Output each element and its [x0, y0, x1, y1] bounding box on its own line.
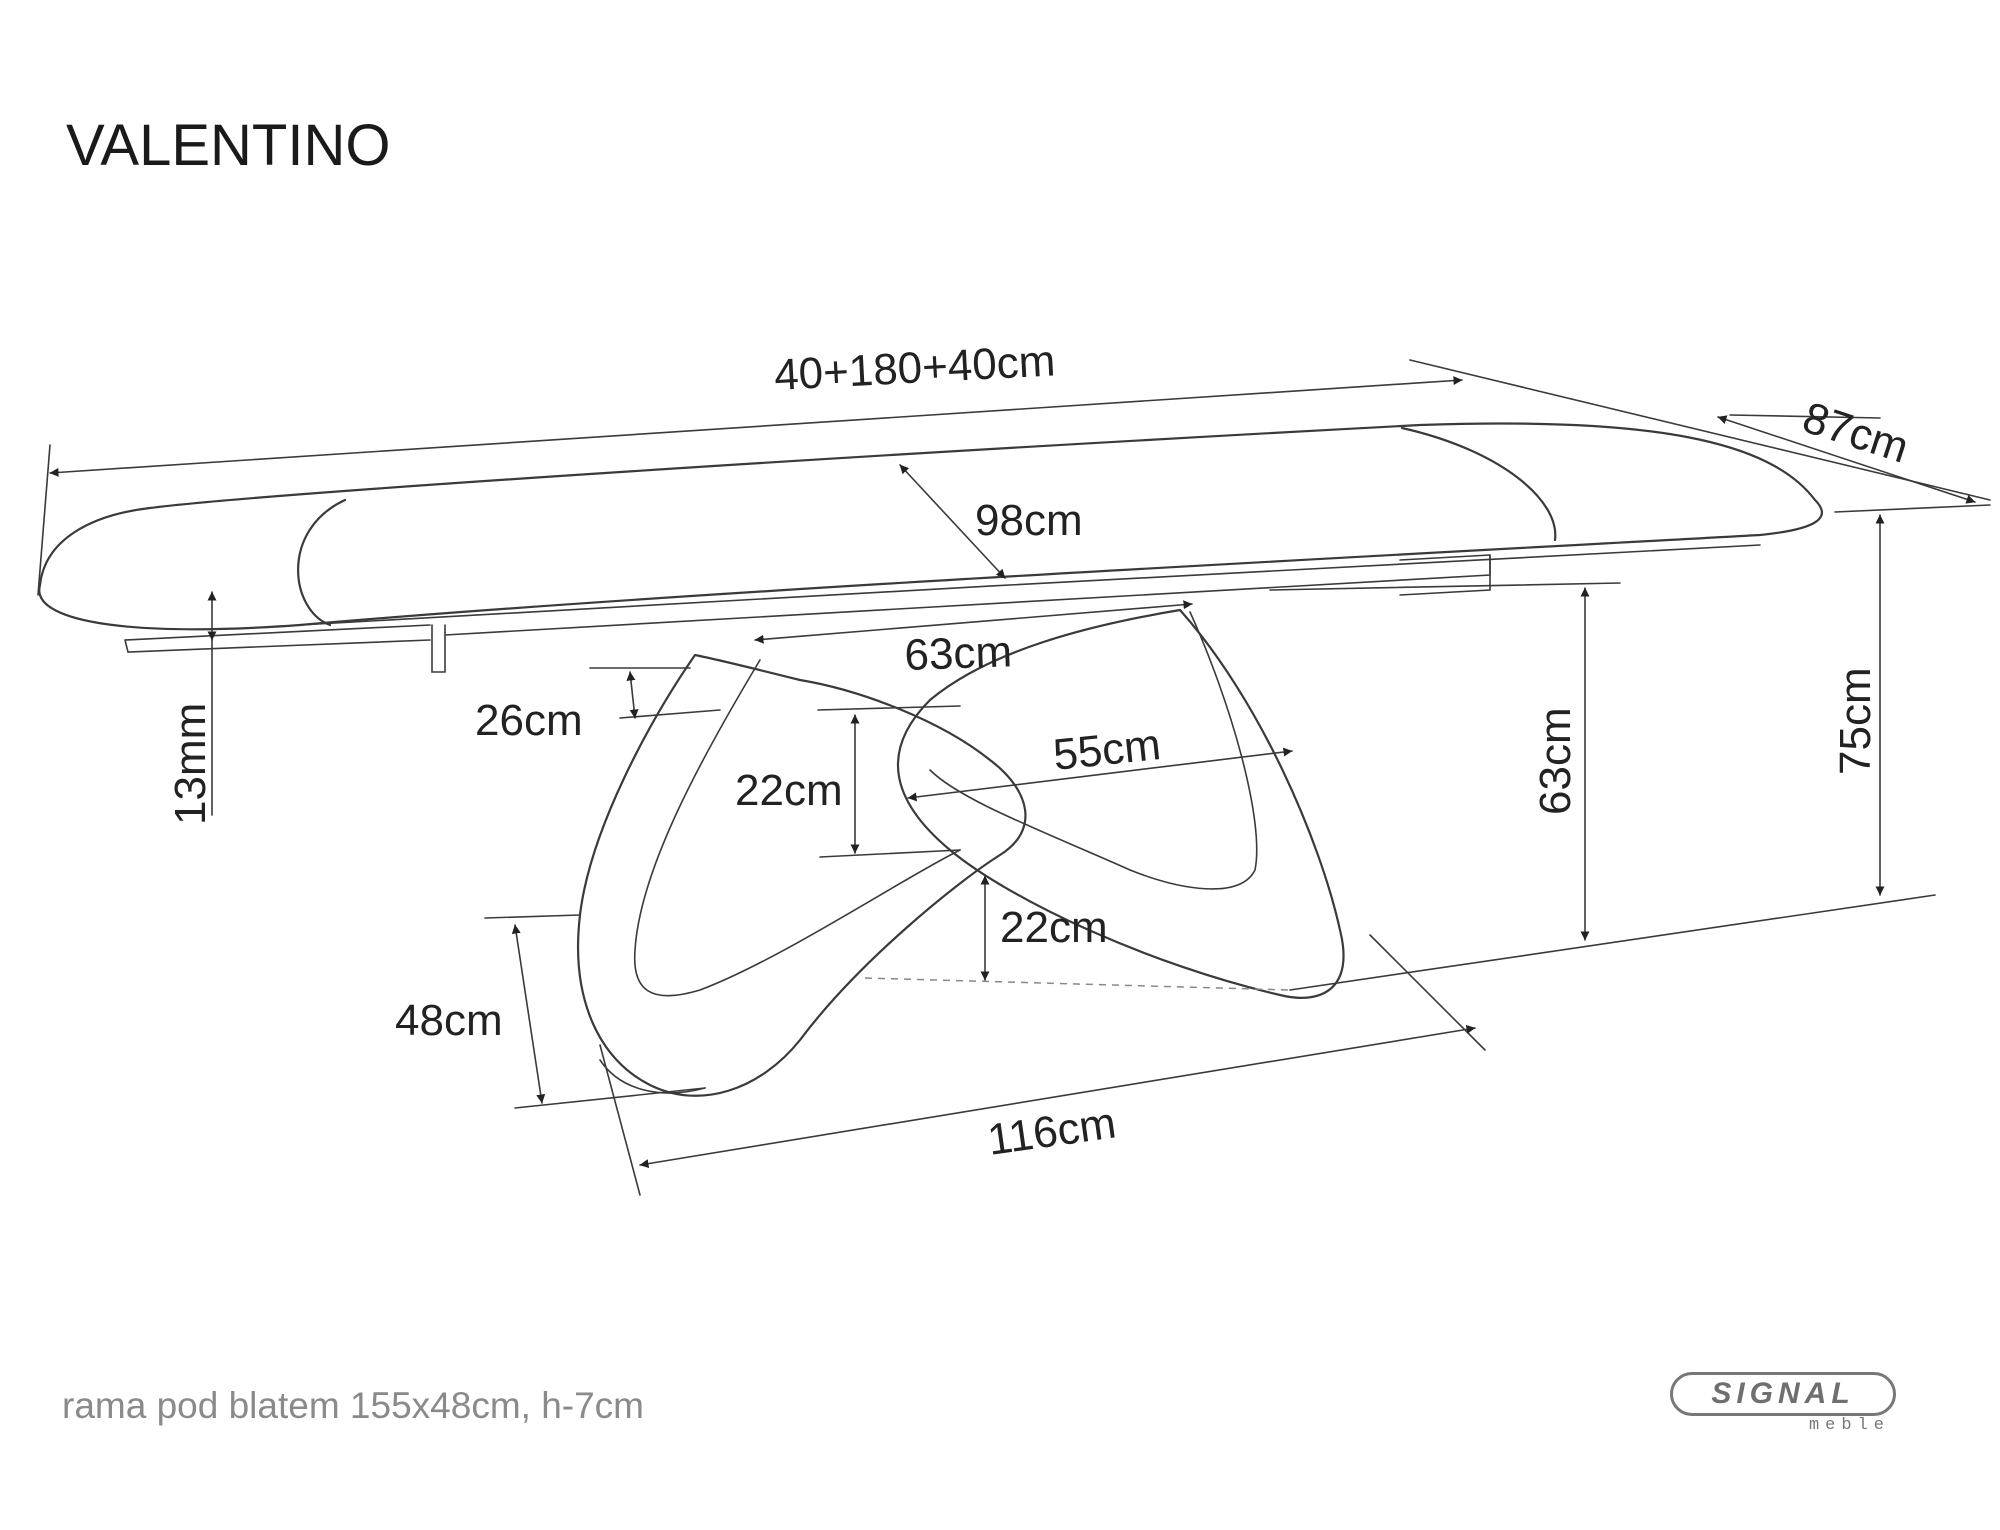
underframe-left-rail	[124, 624, 431, 653]
label-leg-offset: 26cm	[475, 696, 583, 745]
label-base-length: 116cm	[985, 1098, 1119, 1164]
dim-arrow-total-length	[49, 376, 1463, 477]
label-middle-width: 98cm	[975, 496, 1083, 545]
label-inner-height: 22cm	[735, 766, 843, 815]
dimension-arrows	[49, 376, 1976, 1169]
label-lower-gap: 22cm	[1000, 903, 1108, 952]
dimension-labels: 40+180+40cm 87cm 98cm 13mm 63cm 26cm 22c…	[166, 336, 1914, 1165]
signal-logo: SIGNAL meble	[1670, 1372, 1900, 1440]
label-leg-front: 48cm	[395, 996, 503, 1045]
label-inner-width: 55cm	[1051, 720, 1163, 780]
label-total-length: 40+180+40cm	[773, 336, 1057, 400]
dim-arrow-middle-width	[899, 464, 1006, 579]
label-table-height: 75cm	[1831, 667, 1880, 775]
base-left-loop	[576, 653, 1027, 1097]
base-front-foot	[599, 1059, 706, 1094]
dim-arrow-leg-offset	[626, 671, 639, 719]
product-title: VALENTINO	[66, 113, 391, 178]
extension-lines	[37, 359, 1991, 1196]
dim-arrow-depth	[1717, 415, 1976, 504]
dim-arrow-base-top	[754, 600, 1193, 644]
signal-logo-badge: SIGNAL	[1670, 1372, 1896, 1416]
dim-arrow-leg-front	[511, 924, 546, 1104]
underframe-right-rail	[1399, 554, 1491, 596]
frame-note: rama pod blatem 155x48cm, h-7cm	[62, 1385, 644, 1426]
label-base-top: 63cm	[904, 627, 1013, 680]
label-thickness: 13mm	[166, 703, 215, 825]
dim-arrow-inner-width	[907, 747, 1293, 802]
dim-arrow-base-length	[639, 1024, 1476, 1169]
label-base-height: 63cm	[1531, 707, 1580, 815]
base-left-inner	[633, 659, 961, 997]
base-floor-line	[864, 977, 1291, 991]
right-extension-seam	[1400, 426, 1557, 542]
table-base	[576, 608, 1345, 1097]
signal-logo-subtitle: meble	[1808, 1416, 1890, 1435]
left-extension-seam	[297, 498, 347, 627]
base-right-loop	[897, 608, 1345, 999]
base-right-inner	[929, 611, 1258, 890]
table-top-underside	[299, 544, 1761, 626]
label-depth: 87cm	[1797, 393, 1914, 473]
